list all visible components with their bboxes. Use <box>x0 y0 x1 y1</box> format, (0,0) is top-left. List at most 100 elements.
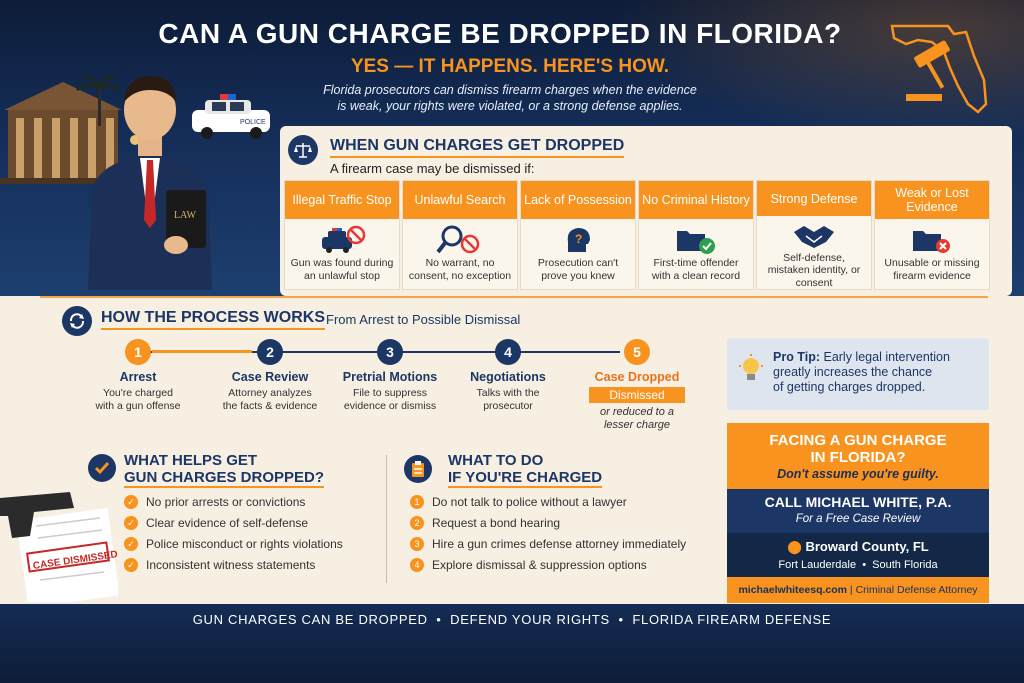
process-title: HOW THE PROCESS WORKS <box>101 309 326 330</box>
attorney-figure: LAW <box>88 76 212 290</box>
step-name: Pretrial Motions <box>342 370 438 384</box>
step-name: Case Review <box>231 370 309 384</box>
step-name: Arrest <box>119 370 157 384</box>
location-pin-icon: ⬤ <box>787 539 802 554</box>
dismissed-badge: Dismissed <box>589 387 685 403</box>
reason-card: Weak or Lost Evidence Unusable or missin… <box>874 180 990 290</box>
website-bar[interactable]: michaelwhiteesq.com | Criminal Defense A… <box>727 577 989 603</box>
folder-x-icon <box>911 223 953 257</box>
reason-title: No Criminal History <box>639 181 753 219</box>
pro-tip-line: Early legal intervention <box>823 350 950 364</box>
reason-title: Weak or Lost Evidence <box>875 181 989 219</box>
column-divider <box>386 455 387 583</box>
intro-line-2: is weak, your rights were violated, or a… <box>337 99 683 113</box>
cta-tagline: Don't assume you're guilty. <box>777 467 939 481</box>
reason-text: Prosecution can't prove you knew <box>537 257 619 282</box>
gun-document-illustration: CASE DISMISSED <box>0 492 118 602</box>
footer-banner <box>0 604 1024 683</box>
clipboard-icon <box>404 455 432 483</box>
step-name: Case Dropped <box>594 370 680 384</box>
reason-card: No Criminal History First-time offender … <box>638 180 754 290</box>
check-icon: ✓ <box>124 516 138 530</box>
step-name: Negotiations <box>470 370 546 384</box>
pro-tip-label: Pro Tip: <box>773 350 820 364</box>
process-step-final: 5 Case Dropped Dismissed or reduced to a… <box>572 339 702 431</box>
police-car-icon <box>318 223 366 257</box>
scales-icon <box>288 135 318 165</box>
reason-card: Illegal Traffic Stop Gun was found durin… <box>284 180 400 290</box>
process-tagline: From Arrest to Possible Dismissal <box>326 312 521 327</box>
timeline-progress <box>152 350 252 353</box>
todo-title: WHAT TO DO IF YOU'RE CHARGED <box>448 452 603 488</box>
intro-text: Florida prosecutors can dismiss firearm … <box>260 82 760 114</box>
reason-text: No warrant, no consent, no exception <box>408 257 512 282</box>
when-dropped-lead: A firearm case may be dismissed if: <box>330 161 535 176</box>
page-title: CAN A GUN CHARGE BE DROPPED IN FLORIDA? <box>158 18 842 49</box>
attorney-scene-illustration: POLICE LAW <box>0 74 270 290</box>
law-book-label: LAW <box>174 210 197 221</box>
checkmark-circle-icon <box>88 454 116 482</box>
page-subtitle: YES — IT HAPPENS. HERE'S HOW. <box>350 56 670 77</box>
reason-text: First-time offender with a clean record <box>651 257 741 282</box>
cta-header: FACING A GUN CHARGE IN FLORIDA? <box>727 423 989 489</box>
step-number: 5 <box>624 339 650 365</box>
footer-slogans: GUN CHARGES CAN BE DROPPED • DEFEND YOUR… <box>192 612 832 627</box>
reason-card: Strong Defense Self-defense, mistaken id… <box>756 180 872 290</box>
reason-title: Illegal Traffic Stop <box>285 181 399 219</box>
police-car-icon: POLICE <box>192 94 270 139</box>
reason-card: Lack of Possession ? Prosecution can't p… <box>520 180 636 290</box>
pro-tip-line: of getting charges dropped. <box>773 380 926 394</box>
step-number: 4 <box>495 339 521 365</box>
courthouse-icon <box>0 82 140 184</box>
reason-title: Unlawful Search <box>403 181 517 219</box>
reason-text: Unusable or missing firearm evidence <box>884 257 980 282</box>
list-item: ✓Police misconduct or rights violations <box>124 537 343 551</box>
reason-title: Lack of Possession <box>521 181 635 219</box>
list-item: ✓Inconsistent witness statements <box>124 558 343 572</box>
location-block: ⬤ Broward County, FL Fort Lauderdale • S… <box>727 533 989 577</box>
reason-title: Strong Defense <box>757 181 871 217</box>
check-icon: ✓ <box>124 495 138 509</box>
police-label: POLICE <box>240 119 266 126</box>
call-attorney-button[interactable]: CALL MICHAEL WHITE, P.A. For a Free Case… <box>727 489 989 533</box>
call-to-action-box: FACING A GUN CHARGE IN FLORIDA? Don't as… <box>727 423 989 603</box>
check-icon: ✓ <box>124 537 138 551</box>
section-divider <box>40 296 988 298</box>
intro-line-1: Florida prosecutors can dismiss firearm … <box>323 83 697 97</box>
folder-check-icon <box>675 223 717 257</box>
helps-list: ✓No prior arrests or convictions ✓Clear … <box>124 495 343 579</box>
svg-text:?: ? <box>575 232 582 246</box>
palm-tree-icon <box>75 74 123 126</box>
reason-card: Unlawful Search No warrant, no consent, … <box>402 180 518 290</box>
dismissal-reasons: Illegal Traffic Stop Gun was found durin… <box>284 180 990 290</box>
list-item: ✓No prior arrests or convictions <box>124 495 343 509</box>
step-number: 3 <box>377 339 403 365</box>
check-icon: ✓ <box>124 558 138 572</box>
step-number: 1 <box>125 339 151 365</box>
step-number: 2 <box>257 339 283 365</box>
helps-title: WHAT HELPS GET GUN CHARGES DROPPED? <box>124 452 325 488</box>
florida-gavel-icon <box>890 24 988 114</box>
pro-tip-box: Pro Tip: Early legal intervention greatl… <box>727 338 989 410</box>
list-item: ✓Clear evidence of self-defense <box>124 516 343 530</box>
lightbulb-icon <box>739 354 763 391</box>
magnifier-prohibited-icon <box>436 223 484 257</box>
process-cycle-icon <box>62 306 92 336</box>
reason-text: Self-defense, mistaken identity, or cons… <box>767 251 861 289</box>
pro-tip-line: greatly increases the chance <box>773 365 933 379</box>
head-question-icon: ? <box>562 223 594 257</box>
